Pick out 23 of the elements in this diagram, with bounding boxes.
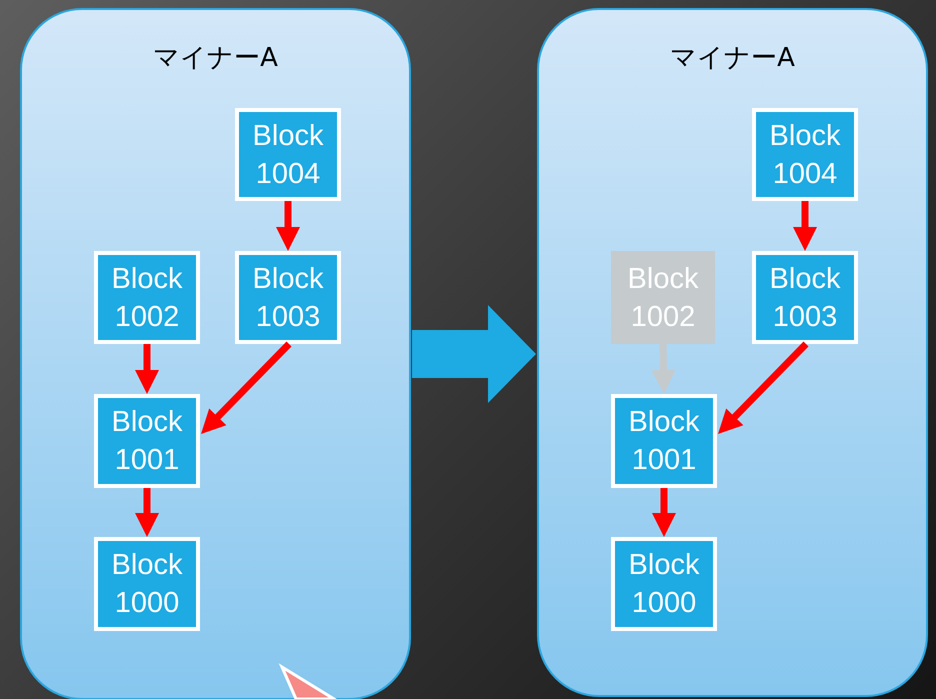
panel-title: マイナーA	[153, 42, 278, 75]
block-box: Block 1000	[94, 537, 200, 631]
block-box: Block 1003	[235, 251, 341, 344]
arrow	[652, 488, 676, 537]
arrow	[201, 342, 292, 434]
arrow	[276, 201, 300, 251]
block-box: Block 1003	[752, 251, 858, 344]
arrow	[718, 342, 808, 434]
arrow	[793, 201, 817, 251]
block-box: Block 1001	[611, 394, 717, 488]
block-box: Block 1004	[752, 108, 858, 201]
block-arrow	[412, 305, 536, 403]
arrow	[135, 488, 159, 537]
block-box: Block 1002	[94, 251, 200, 344]
block-box: Block 1001	[94, 394, 200, 488]
panel	[537, 8, 928, 697]
block-box: Block 1002	[611, 251, 715, 344]
arrow	[652, 344, 676, 394]
arrow	[135, 344, 159, 394]
panel	[20, 8, 411, 699]
panel-title: マイナーA	[670, 42, 795, 75]
block-box: Block 1004	[235, 108, 341, 201]
block-box: Block 1000	[611, 537, 717, 631]
